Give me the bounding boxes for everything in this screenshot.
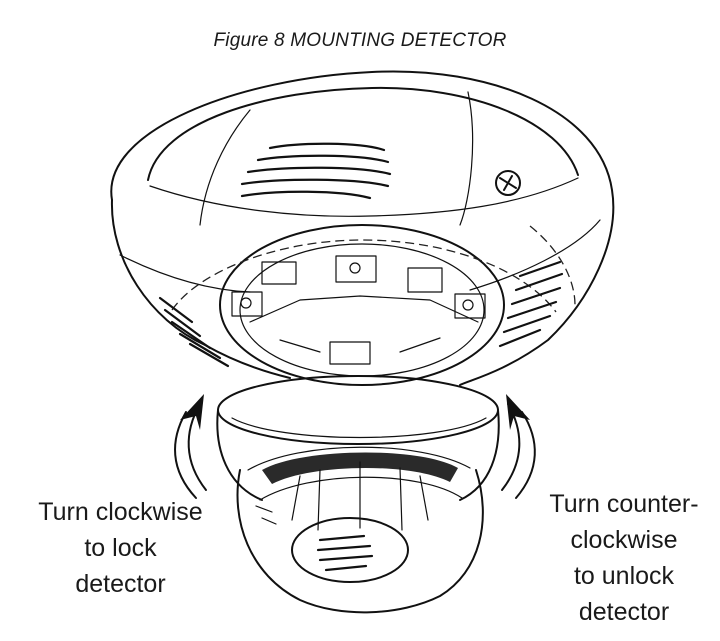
unlock-instruction-line: to unlock <box>573 562 675 590</box>
detector-head <box>216 375 500 614</box>
curved-arrow-up-clockwise-icon <box>174 394 207 499</box>
lock-instruction-line: detector <box>75 570 166 598</box>
left-vent-slots <box>158 296 230 368</box>
right-vent-slots <box>498 260 564 348</box>
figure-title: Figure 8 MOUNTING DETECTOR <box>213 30 507 51</box>
unlock-instruction-line: Turn counter- <box>549 490 699 518</box>
unlock-instruction-label: Turn counter- clockwise to unlock detect… <box>528 486 720 630</box>
top-vent-slots <box>240 142 392 200</box>
curved-arrow-up-counterclockwise-icon <box>501 394 536 499</box>
unlock-instruction-line: detector <box>578 598 670 626</box>
base-terminals <box>231 255 486 365</box>
lock-instruction-line: to lock <box>84 534 157 562</box>
lock-instruction-line: Turn clockwise <box>38 498 203 526</box>
unlock-instruction-line: clockwise <box>570 526 678 554</box>
lock-instruction-label: Turn clockwise to lock detector <box>18 494 223 602</box>
mounting-base <box>110 70 615 386</box>
mounting-screw <box>495 170 521 196</box>
cap-vent-slots <box>316 534 374 572</box>
